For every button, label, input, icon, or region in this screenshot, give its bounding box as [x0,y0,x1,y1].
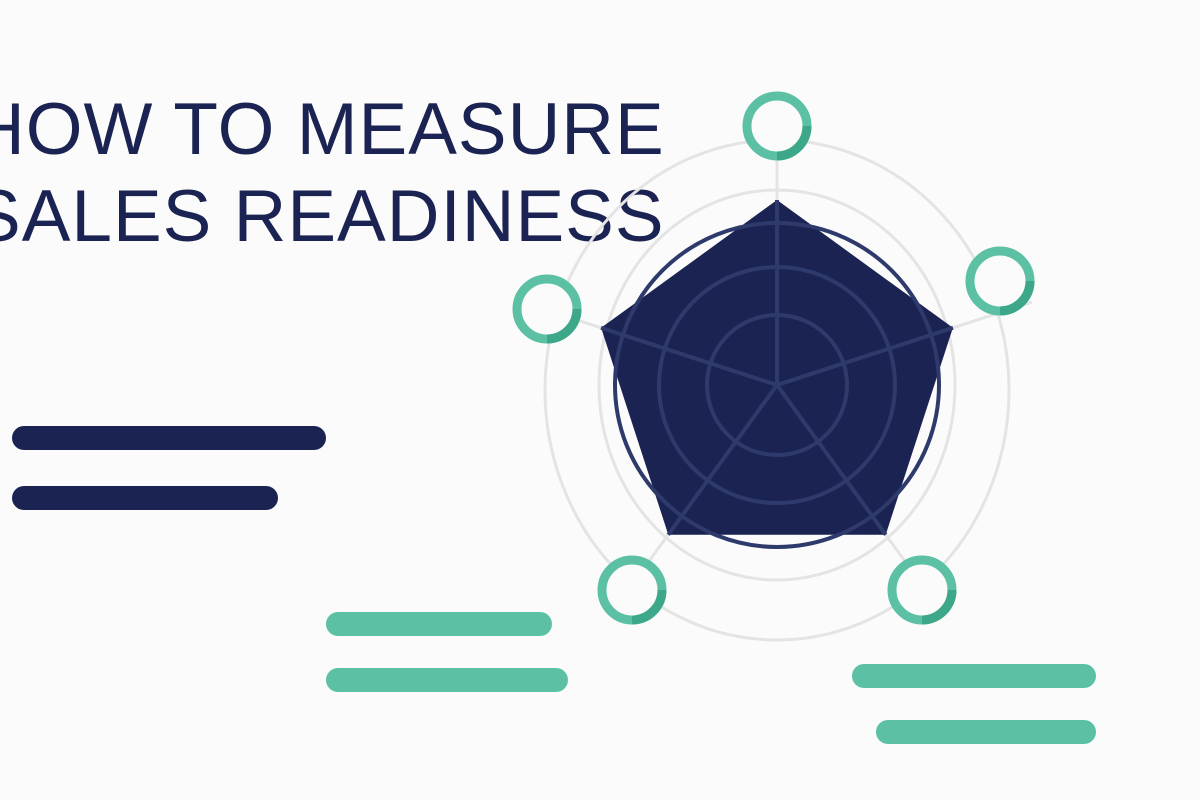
navy-text-placeholder-1 [12,426,326,450]
web-spoke [776,325,954,387]
node-ring-shade [546,308,582,344]
node-ring-icon [742,91,812,161]
radar-web-grid [600,200,954,549]
node-ring-icon [965,246,1035,316]
node-ring-icon [597,555,667,625]
node-ring-shade [776,125,812,161]
node-ring-icon [887,555,957,625]
web-spoke [666,383,779,536]
teal-text-placeholder-3 [852,664,1096,688]
web-spoke [775,383,888,536]
teal-text-placeholder-1 [326,612,552,636]
node-ring-shade [999,280,1035,316]
teal-text-placeholder-4 [876,720,1096,744]
page-title: HOW TO MEASURE SALES READINESS [0,86,665,260]
web-spoke [600,325,778,387]
title-line-2: SALES READINESS [0,176,665,257]
navy-text-placeholder-2 [12,486,278,510]
axis-nodes [512,91,1035,625]
title-line-1: HOW TO MEASURE [0,89,665,170]
node-ring-shade [921,589,957,625]
teal-text-placeholder-2 [326,668,568,692]
node-ring-shade [631,589,667,625]
node-ring-icon [512,274,582,344]
